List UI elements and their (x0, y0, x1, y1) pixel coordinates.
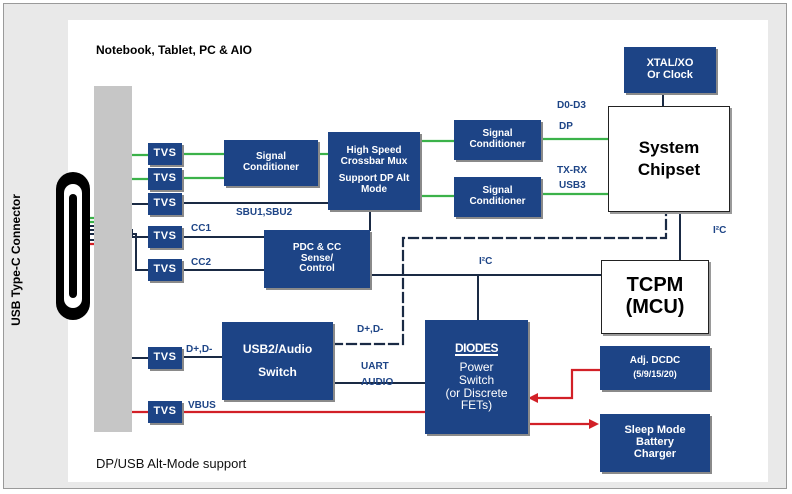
figure-panel (68, 20, 768, 482)
label-d0-d3: D0-D3 (557, 100, 586, 111)
xtal-clock: XTAL/XO Or Clock (624, 47, 716, 93)
label-i2c-right: I²C (713, 225, 727, 236)
label-dp: DP (559, 121, 573, 132)
tvs-1: TVS (148, 143, 182, 165)
label-uart: UART (361, 361, 389, 372)
usb2-audio-switch: USB2/Audio Switch (222, 322, 333, 400)
label-i2c-mid: I²C (479, 256, 493, 267)
label-sbu: SBU1,SBU2 (236, 207, 293, 218)
usb-type-c-connector-icon (56, 172, 90, 320)
tvs-6: TVS (148, 347, 182, 369)
power-switch: DIODES Power Switch (or Discrete FETs) (425, 320, 528, 434)
tvs-5: TVS (148, 259, 182, 281)
label-cc1: CC1 (191, 223, 212, 234)
signal-conditioner-left: Signal Conditioner (224, 140, 318, 186)
sleep-mode-battery-charger: Sleep Mode Battery Charger (600, 414, 710, 472)
arrow-into-power-switch (528, 393, 538, 403)
diodes-logo: DIODES (454, 340, 499, 356)
label-vbus: VBUS (188, 400, 216, 411)
crossbar-mux: High Speed Crossbar Mux Support DP Alt M… (328, 132, 420, 210)
dashed-control-wire (331, 210, 668, 346)
tvs-4: TVS (148, 226, 182, 248)
system-chipset: System Chipset (608, 106, 730, 212)
arrow-into-sleep-mode (589, 419, 599, 429)
pdc-cc-sense-control: PDC & CC Sense/ Control (264, 230, 370, 288)
signal-conditioner-bottom: Signal Conditioner (454, 177, 541, 217)
adj-dcdc: Adj. DCDC (5/9/15/20) (600, 346, 710, 390)
footer-note: DP/USB Alt-Mode support (96, 456, 247, 471)
label-tx-rx: TX-RX (557, 165, 587, 176)
page-title: Notebook, Tablet, PC & AIO (96, 43, 253, 57)
label-audio: AUDIO (361, 377, 394, 388)
tvs-3: TVS (148, 193, 182, 215)
label-d-plus-d-minus-right: D+,D- (357, 324, 384, 335)
label-d-plus-d-minus-left: D+,D- (186, 344, 213, 355)
connector-label-text: USB Type-C Connector (9, 194, 23, 326)
power-arrows (528, 393, 599, 429)
connector-pin-bar (94, 86, 132, 432)
signal-conditioner-top: Signal Conditioner (454, 120, 541, 160)
tvs-7: TVS (148, 401, 182, 423)
label-usb3: USB3 (559, 180, 586, 191)
tvs-2: TVS (148, 168, 182, 190)
tcpm-mcu: TCPM (MCU) (601, 260, 709, 334)
label-cc2: CC2 (191, 257, 212, 268)
